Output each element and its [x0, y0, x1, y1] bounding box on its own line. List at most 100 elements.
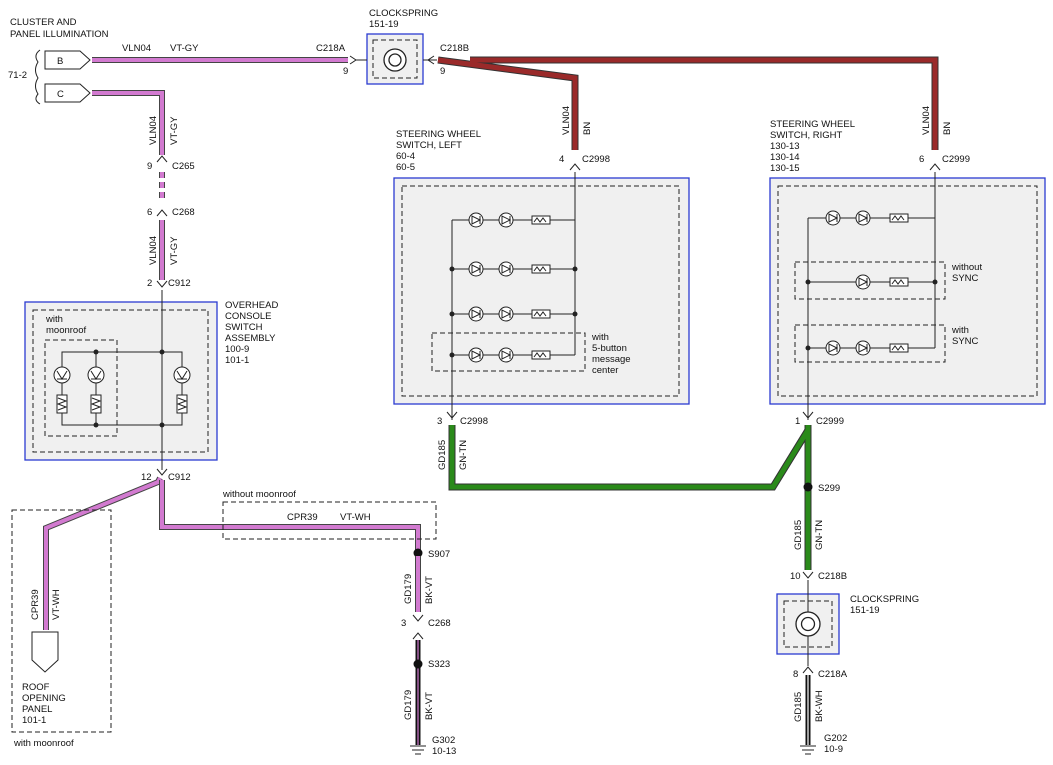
- overhead-inner-dash: [32, 309, 209, 453]
- connector-arrow-c268-c: [412, 632, 424, 640]
- overhead-title-4: ASSEMBLY: [225, 333, 276, 344]
- wire-label-vtwh-main: VT-WH: [340, 512, 371, 523]
- pin-1-c2999: 1: [795, 416, 800, 427]
- swl-led-row-4-icon: [468, 347, 551, 363]
- connector-c268: C268: [172, 207, 195, 218]
- splice-s299-label: S299: [818, 483, 840, 494]
- swr-with-sync-dash: [794, 324, 946, 363]
- overhead-ref-2: 101-1: [225, 355, 249, 366]
- swr-inner-dash: [777, 185, 1038, 397]
- pin-10-c218b: 10: [790, 571, 801, 582]
- pin-2-c912: 2: [147, 278, 152, 289]
- pin-3-c2998: 3: [437, 416, 442, 427]
- wire-label-gntn-right: GN-TN: [814, 520, 825, 550]
- wire-label-vtwh-roof: VT-WH: [51, 589, 62, 620]
- overhead-resistor-2-icon: [90, 394, 102, 414]
- swr-ref-2: 130-14: [770, 152, 800, 163]
- roof-panel-dash: [11, 509, 112, 733]
- wire-label-gd185-bottom: GD185: [793, 692, 804, 722]
- swr-without-sync-dash: [794, 261, 946, 300]
- clockspring-top-ref: 151-19: [369, 19, 399, 30]
- connector-arrow-c2999-top: [929, 163, 941, 171]
- connector-c2998-top: C2998: [582, 154, 610, 165]
- swl-led-row-1-icon: [468, 212, 551, 228]
- swl-box: [393, 177, 690, 405]
- swl-ref-2: 60-5: [396, 162, 415, 173]
- connector-c-shape: [44, 83, 91, 103]
- cluster-title-2: PANEL ILLUMINATION: [10, 29, 109, 40]
- swr-circuit: [807, 172, 936, 420]
- connector-c218b-bottom: C218B: [818, 571, 847, 582]
- swl-title-1: STEERING WHEEL: [396, 129, 481, 140]
- swr-led-row-3-icon: [825, 340, 909, 356]
- wire-vln04-c: [92, 91, 164, 155]
- wire-label-vln04-left: VLN04: [561, 106, 572, 135]
- swr-box: [769, 177, 1046, 405]
- splice-s907-label: S907: [428, 549, 450, 560]
- overhead-title-1: OVERHEAD: [225, 300, 278, 311]
- cluster-title-1: CLUSTER AND: [10, 17, 77, 28]
- swr-ref-1: 130-13: [770, 141, 800, 152]
- swr-junction-1: [805, 279, 811, 285]
- connector-arrow-c218a-bottom: [802, 666, 814, 674]
- splice-s299: [803, 482, 813, 492]
- connector-c2998-bottom: C2998: [460, 416, 488, 427]
- swr-ref-3: 130-15: [770, 163, 800, 174]
- wire-label-vln04-top: VLN04: [122, 43, 151, 54]
- connector-c912-bottom: C912: [168, 472, 191, 483]
- ground-g202-icon: [800, 745, 816, 755]
- ground-g302-ref: 10-13: [432, 746, 456, 757]
- ground-g202-ref: 10-9: [824, 744, 843, 755]
- wire-label-cpr39-roof: CPR39: [30, 589, 41, 620]
- swr-title-1: STEERING WHEEL: [770, 119, 855, 130]
- connector-arrow-c268-b: [412, 614, 424, 622]
- ground-g302-icon: [410, 745, 426, 755]
- connector-arrow-c265: [156, 155, 168, 163]
- clockspring-bottom-ref: 151-19: [850, 605, 880, 616]
- splice-s907: [413, 548, 423, 558]
- wire-label-bn-right: BN: [942, 122, 953, 135]
- swr-led-row-2-icon: [855, 274, 909, 290]
- roof-title-2: OPENING: [22, 693, 66, 704]
- roof-ref: 101-1: [22, 715, 46, 726]
- swl-junction-1: [449, 266, 455, 272]
- connector-arrow-c2998-top: [569, 163, 581, 171]
- wire-vln04-bn-outline: [437, 56, 939, 150]
- swr-sync-1: with: [951, 325, 969, 336]
- connector-c218b-top: C218B: [440, 43, 469, 54]
- without-moonroof-dash: [222, 501, 437, 540]
- clockspring-top-inner: [372, 39, 418, 79]
- swl-option-3: message: [592, 354, 631, 365]
- wire-label-vtgy-top: VT-GY: [170, 43, 199, 54]
- clockspring-top-coil-icon: [383, 48, 407, 72]
- swr-junction-2: [805, 345, 811, 351]
- pin-6-c2999: 6: [919, 154, 924, 165]
- without-moonroof-label: without moonroof: [222, 489, 296, 500]
- connector-arrow-c2999-bottom: [802, 411, 814, 419]
- swl-option-1: with: [591, 332, 609, 343]
- overhead-resistor-1-icon: [56, 394, 68, 414]
- wire-gd185-outline: [448, 425, 812, 570]
- wire-label-vln04-2: VLN04: [148, 236, 159, 265]
- connector-c912-top: C912: [168, 278, 191, 289]
- swr-junction-3: [932, 279, 938, 285]
- overhead-junction-4: [93, 422, 99, 428]
- overhead-junction-1: [159, 349, 165, 355]
- wire-label-gd179-1: GD179: [403, 574, 414, 604]
- pin-4-c2998: 4: [559, 154, 564, 165]
- wire-label-bkvt-2: BK-VT: [424, 692, 435, 720]
- swl-title-2: SWITCH, LEFT: [396, 140, 462, 151]
- connector-c2999-top: C2999: [942, 154, 970, 165]
- pin-12-c912: 12: [141, 472, 152, 483]
- wire-label-vln04-1: VLN04: [148, 116, 159, 145]
- connector-arrow-c218b-top: [427, 55, 435, 65]
- swl-inner-dash: [401, 185, 680, 397]
- pin-9-c218a: 9: [343, 66, 348, 77]
- pin-b-label: B: [57, 56, 63, 67]
- connector-c218a-top: C218A: [316, 43, 346, 54]
- wire-cpr39-roof-outline: [43, 476, 163, 630]
- connector-c218a-bottom: C218A: [818, 669, 848, 680]
- swl-led-row-3-icon: [468, 306, 551, 322]
- overhead-title-3: SWITCH: [225, 322, 263, 333]
